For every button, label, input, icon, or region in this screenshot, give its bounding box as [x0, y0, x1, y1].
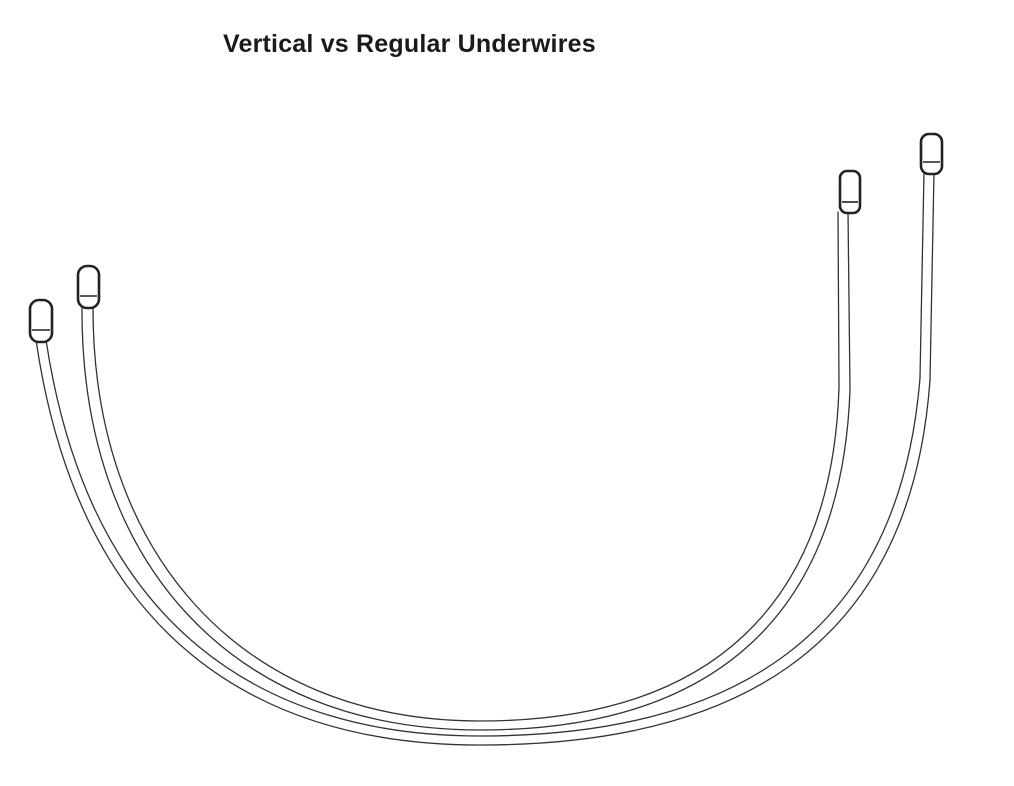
regular-underwire — [76, 169, 862, 731]
regular-underwire-left-cap — [76, 264, 101, 310]
regular-underwire-right-cap — [838, 169, 862, 215]
diagram-title: Vertical vs Regular Underwires — [223, 30, 596, 58]
vertical-underwire-left-cap — [28, 298, 54, 344]
vertical-underwire — [28, 132, 944, 746]
vertical-underwire-outer-edge — [35, 171, 935, 746]
vertical-underwire-inner-edge — [45, 171, 925, 737]
regular-underwire-inner-edge — [92, 211, 840, 722]
regular-underwire-outer-edge — [81, 211, 851, 731]
vertical-underwire-right-cap — [919, 132, 944, 176]
